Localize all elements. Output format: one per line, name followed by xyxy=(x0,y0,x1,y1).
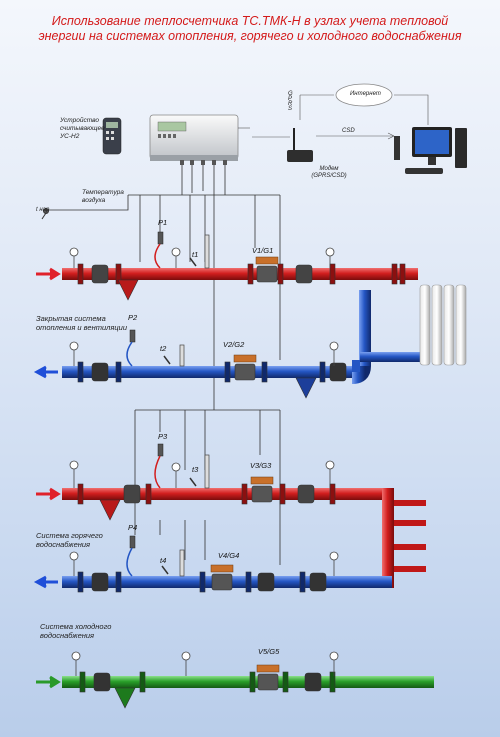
vg3-tag: V3/G3 xyxy=(250,461,272,470)
impulse-loops xyxy=(126,243,161,577)
t2-tag: t2 xyxy=(160,344,167,353)
internet-cloud xyxy=(299,83,429,140)
p4-tag: P4 xyxy=(128,523,138,532)
reader-device xyxy=(102,117,122,155)
t-air-label: t нар xyxy=(36,207,50,213)
p3-tag: P3 xyxy=(158,432,168,441)
internet-label: Интернет xyxy=(350,91,381,97)
pipe-fittings xyxy=(77,263,406,709)
pressure-gauges xyxy=(69,247,339,676)
heating-supply-pipe xyxy=(62,268,418,280)
gprs-label: GPRS xyxy=(288,91,293,112)
radiator xyxy=(419,284,467,366)
temperature-sensors xyxy=(161,234,210,577)
flow-arrows xyxy=(33,267,61,689)
flowmeter-heads xyxy=(210,256,280,673)
vg5-tag: V5/G5 xyxy=(258,647,280,656)
pressure-sensors xyxy=(129,231,164,549)
air-temp-label: Температура воздуха xyxy=(82,189,124,204)
modem-device xyxy=(238,127,313,162)
closed-system-label: Закрытая система отопления и вентиляции xyxy=(36,314,128,332)
vg2-tag: V2/G2 xyxy=(223,340,245,349)
t1-tag: t1 xyxy=(192,250,199,259)
vg4-tag: V4/G4 xyxy=(218,551,240,560)
computer-workstation xyxy=(394,127,467,174)
csd-label: CSD xyxy=(342,128,355,134)
cold-water-label: Система холодного водоснабжения xyxy=(40,622,112,640)
p1-tag: P1 xyxy=(158,218,168,227)
air-temp-sensor xyxy=(41,208,49,220)
modem-label: Модем (GPRS/CSD) xyxy=(311,166,347,179)
signal-wires xyxy=(48,158,281,565)
heat-meter-device xyxy=(149,114,239,165)
cold-water-pipe xyxy=(62,676,434,688)
hot-water-label: Система горячего водоснабжения xyxy=(36,531,103,549)
p2-tag: P2 xyxy=(128,313,138,322)
diagram-title: Использование теплосчетчика ТС.ТМК-Н в у… xyxy=(38,14,462,43)
t3-tag: t3 xyxy=(192,465,199,474)
vg1-tag: V1/G1 xyxy=(252,246,274,255)
t4-tag: t4 xyxy=(160,556,167,565)
reader-label: Устройство считывающее УС-Н2 xyxy=(60,117,105,140)
heating-return-pipe xyxy=(62,290,420,384)
